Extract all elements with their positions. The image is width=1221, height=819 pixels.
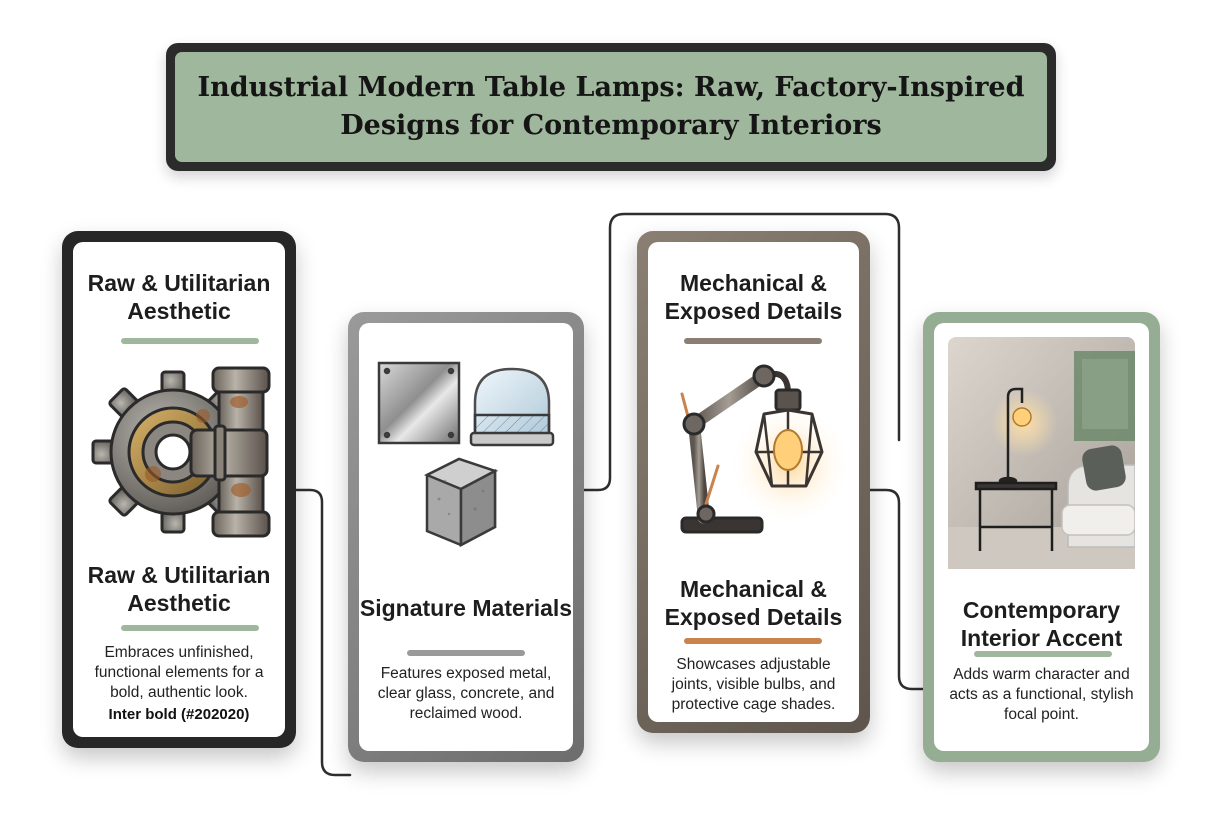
card-signature-materials: Signature Materials Features exposed met…: [348, 312, 584, 762]
card-panel: Mechanical & Exposed Details: [648, 242, 859, 722]
title-panel: Industrial Modern Table Lamps: Raw, Fact…: [175, 52, 1047, 162]
card-heading: Signature Materials: [359, 595, 573, 621]
card-panel: Signature Materials Features exposed met…: [359, 323, 573, 751]
page-title: Industrial Modern Table Lamps: Raw, Fact…: [197, 72, 1025, 141]
living-room-scene-icon: [948, 337, 1135, 569]
articulated-lamp-icon: [680, 364, 848, 534]
card-note: Inter bold (#202020): [108, 706, 250, 723]
card-interior-accent: Contemporary Interior Accent Adds warm c…: [923, 312, 1160, 762]
card-description: Embraces unfinished, functional elements…: [94, 644, 264, 701]
card-top-heading: Raw & Utilitarian Aesthetic: [87, 270, 271, 324]
card-panel: Contemporary Interior Accent Adds warm c…: [934, 323, 1149, 751]
card-panel: Raw & Utilitarian Aesthetic: [73, 242, 285, 737]
card-description: Showcases adjustable joints, visible bul…: [671, 656, 836, 713]
card-description: Adds warm character and acts as a functi…: [949, 666, 1134, 723]
accent-bar: [121, 625, 259, 631]
card-mechanical-details: Mechanical & Exposed Details: [637, 231, 870, 733]
card-raw-utilitarian: Raw & Utilitarian Aesthetic: [62, 231, 296, 748]
accent-bar: [974, 651, 1112, 657]
materials-icon: [377, 361, 555, 548]
title-banner: Industrial Modern Table Lamps: Raw, Fact…: [166, 43, 1056, 171]
accent-bar: [684, 638, 822, 644]
card-top-heading: Mechanical & Exposed Details: [664, 270, 843, 324]
accent-bar: [121, 338, 259, 344]
gear-and-pipe-icon: [91, 366, 271, 538]
accent-bar: [684, 338, 822, 344]
accent-bar: [407, 650, 525, 656]
card-heading: Mechanical & Exposed Details: [664, 576, 843, 630]
card-description: Features exposed metal, clear glass, con…: [377, 665, 555, 722]
card-heading: Contemporary Interior Accent: [960, 597, 1123, 651]
card-heading: Raw & Utilitarian Aesthetic: [87, 562, 271, 616]
